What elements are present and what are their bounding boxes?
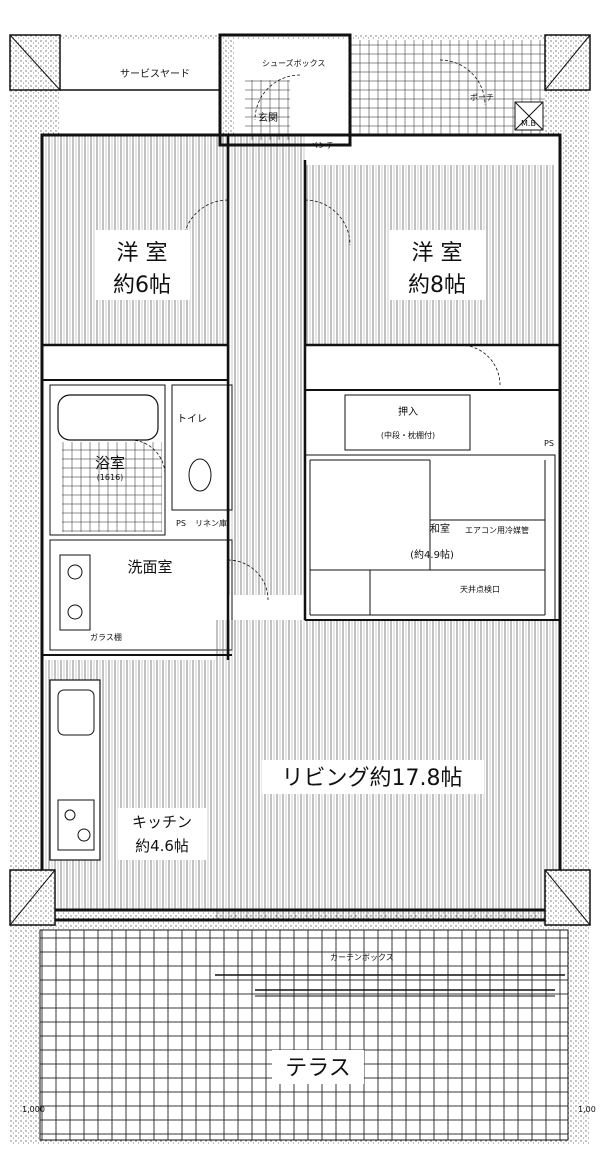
corridor <box>228 135 305 595</box>
washroom <box>49 539 233 651</box>
western-room-2-size: 約8帖 <box>408 273 466 298</box>
bathtub <box>57 394 159 441</box>
bath-note: (1616) <box>97 473 124 482</box>
toilet-label: トイレ <box>177 414 207 425</box>
stove <box>57 799 95 851</box>
kitchen-size: 約4.6帖 <box>135 837 189 855</box>
interior-walls <box>9 33 591 926</box>
western-room-1-size: 約6帖 <box>113 273 171 298</box>
terrace-label: テラス <box>285 1056 351 1081</box>
aircon-sleeve-label: エアコン用冷媒管 <box>465 525 529 535</box>
kitchen-sink <box>57 689 95 736</box>
oshiire-note: (中段・枕棚付) <box>381 430 435 440</box>
entrance-floor <box>245 80 290 140</box>
western-room-1-name: 洋 室 <box>117 241 168 266</box>
service-yard-label: サービスヤード <box>120 68 190 80</box>
linen-label: リネン庫 <box>195 518 227 528</box>
toilet-room <box>171 384 233 511</box>
japanese-room-name: 和室 <box>430 522 450 535</box>
porch-area <box>350 40 545 135</box>
terrace-sash <box>215 974 565 997</box>
service-yard-area <box>60 40 220 135</box>
bench-label: ベンチ <box>310 141 334 150</box>
ps-label-1: PS <box>176 519 186 528</box>
dimension-left: 1,000 <box>22 1105 45 1114</box>
ps-label-2: PS <box>544 439 554 448</box>
dimension-right: 1,00 <box>578 1105 596 1114</box>
glass-shelf-label: ガラス棚 <box>90 632 122 642</box>
entrance-label: 玄関 <box>258 111 278 124</box>
kitchen-name: キッチン <box>132 813 192 831</box>
porch-label: ポーチ <box>470 93 494 102</box>
western-room-2-name: 洋 室 <box>412 241 463 266</box>
shoes-box-label: シューズボックス <box>262 58 325 68</box>
bath-name: 浴室 <box>95 454 125 472</box>
toilet-fixture <box>188 458 212 492</box>
door-swings <box>129 59 501 601</box>
oshiire-name: 押入 <box>398 405 418 418</box>
inspection-port-label: 天井点検口 <box>460 584 500 594</box>
oshiire-closet <box>344 394 471 451</box>
terrace-floor <box>40 930 568 1140</box>
mb-label: M.B <box>521 119 536 128</box>
curtain-box-label: カーテンボックス <box>330 953 394 962</box>
japanese-room-size: (約4.9帖) <box>410 548 454 561</box>
washroom-label: 洗面室 <box>127 558 172 576</box>
living-room-label: リビング約17.8帖 <box>282 766 463 791</box>
bathroom <box>49 384 166 536</box>
